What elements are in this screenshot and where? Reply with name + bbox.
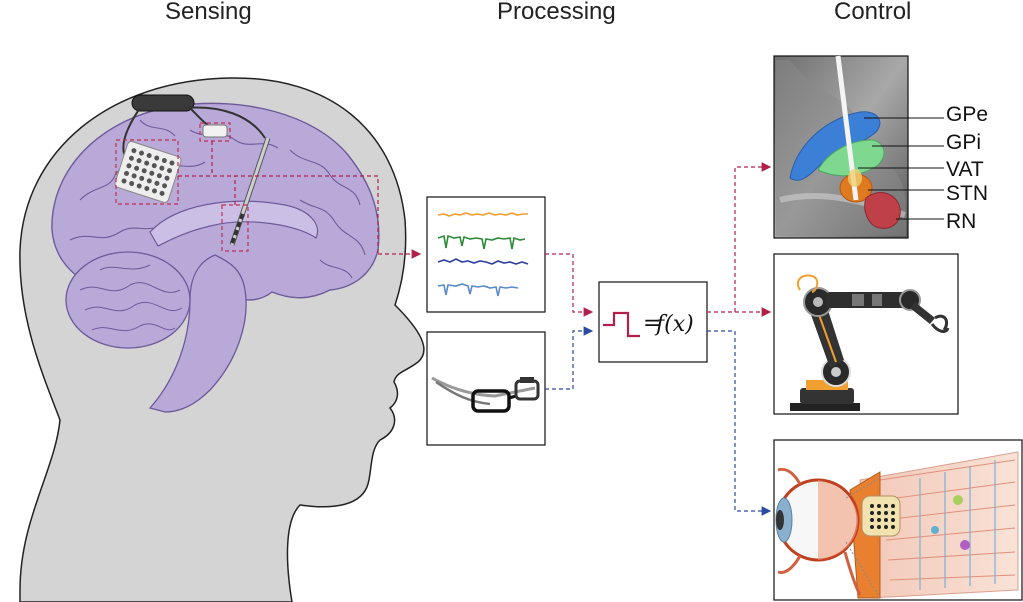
gpe-nucleus xyxy=(789,111,881,181)
neural-signals-panel xyxy=(426,196,546,313)
label-gpi: GPi xyxy=(946,131,981,154)
heading-sensing: Sensing xyxy=(165,0,252,25)
cerebellum xyxy=(65,251,191,349)
signal-trace-orange xyxy=(437,212,528,217)
sensing-connectors xyxy=(178,141,422,259)
retina-chip-icon xyxy=(861,495,901,537)
step-function-icon xyxy=(603,311,640,338)
rn-nucleus xyxy=(864,192,901,229)
signals-to-processor-connector xyxy=(545,253,594,317)
processor-to-dbs-connector xyxy=(707,162,772,313)
label-gpe: GPe xyxy=(946,103,988,126)
processor-to-retina-connector xyxy=(707,330,772,516)
eye-icon xyxy=(775,467,862,596)
small-implant xyxy=(202,124,228,138)
robot-arm-panel xyxy=(773,253,959,415)
implant-pulse-generator xyxy=(131,94,195,112)
heading-processing: Processing xyxy=(497,0,616,25)
head-brain-icon xyxy=(19,77,425,602)
label-rn: RN xyxy=(946,210,976,233)
label-vat: VAT xyxy=(946,158,984,181)
function-label: f(x) xyxy=(654,312,694,337)
eeg-glasses-panel xyxy=(426,331,546,446)
corpus-callosum xyxy=(149,200,319,247)
signal-trace-lightblue xyxy=(437,283,519,297)
depth-electrode-icon xyxy=(229,137,271,246)
dbs-mri-panel xyxy=(773,55,944,239)
eeg-glasses-icon xyxy=(431,376,540,413)
label-stn: STN xyxy=(946,182,988,205)
glasses-to-processor-connector xyxy=(545,326,594,390)
heading-control: Control xyxy=(834,0,912,25)
retina-cell-layers xyxy=(879,459,1016,581)
retina-implant-panel xyxy=(773,439,1023,601)
equals-sign: = xyxy=(643,311,661,336)
processor-panel: = f(x) xyxy=(598,281,708,363)
signal-trace-green xyxy=(437,234,526,250)
signal-trace-blue xyxy=(437,258,529,265)
robot-arm-icon xyxy=(790,274,950,411)
nucleus-leaders xyxy=(858,117,944,220)
ecog-grid-icon xyxy=(114,141,182,203)
